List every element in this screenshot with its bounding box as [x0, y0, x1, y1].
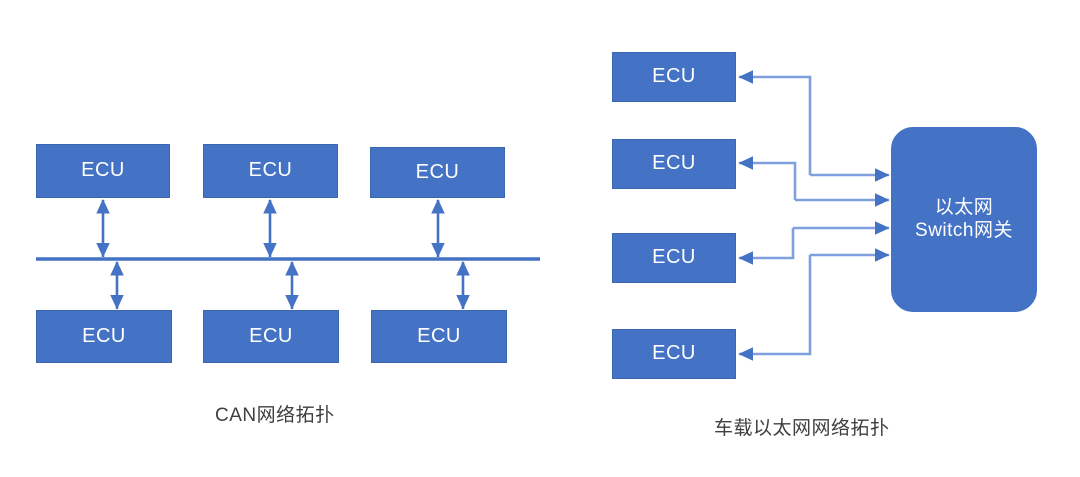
can-topology-caption: CAN网络拓扑 [215, 405, 335, 426]
link-switch-to-ecu-4 [738, 255, 812, 361]
node-label: ECU [652, 152, 696, 175]
can-top-ecu-1[interactable]: ECU [36, 144, 170, 198]
can-bottom-ecu-3[interactable]: ECU [371, 310, 507, 363]
eth-ecu-3[interactable]: ECU [612, 233, 736, 283]
node-label: ECU [652, 342, 696, 365]
eth-ecu-4[interactable]: ECU [612, 329, 736, 379]
link-switch-to-ecu-2 [738, 156, 797, 200]
link-switch-to-ecu-3 [738, 228, 795, 265]
ethernet-topology-caption: 车载以太网网络拓扑 [714, 418, 890, 439]
can-bottom-ecu-2[interactable]: ECU [203, 310, 339, 363]
switch-label-line-1: 以太网 [934, 197, 994, 219]
node-label: ECU [652, 65, 696, 88]
node-label: ECU [81, 159, 125, 182]
can-top-connectors [96, 198, 445, 258]
eth-ecu-2[interactable]: ECU [612, 139, 736, 189]
ethernet-switch-gateway[interactable]: 以太网 Switch网关 [891, 127, 1037, 312]
eth-ecu-1[interactable]: ECU [612, 52, 736, 102]
ethernet-uplinks [793, 168, 890, 262]
node-label: ECU [415, 160, 460, 183]
node-label: ECU [82, 324, 126, 347]
can-top-ecu-2[interactable]: ECU [203, 144, 338, 198]
can-top-ecu-3[interactable]: ECU [370, 147, 505, 198]
can-bottom-connectors [110, 260, 470, 310]
ethernet-downlinks [738, 70, 812, 361]
switch-label-line-2: Switch网关 [915, 219, 1013, 241]
node-label: ECU [652, 246, 696, 269]
node-label: ECU [248, 159, 293, 182]
link-switch-to-ecu-1 [738, 70, 812, 175]
node-label: ECU [417, 324, 461, 347]
node-label: ECU [249, 324, 293, 347]
can-bottom-ecu-1[interactable]: ECU [36, 310, 172, 363]
